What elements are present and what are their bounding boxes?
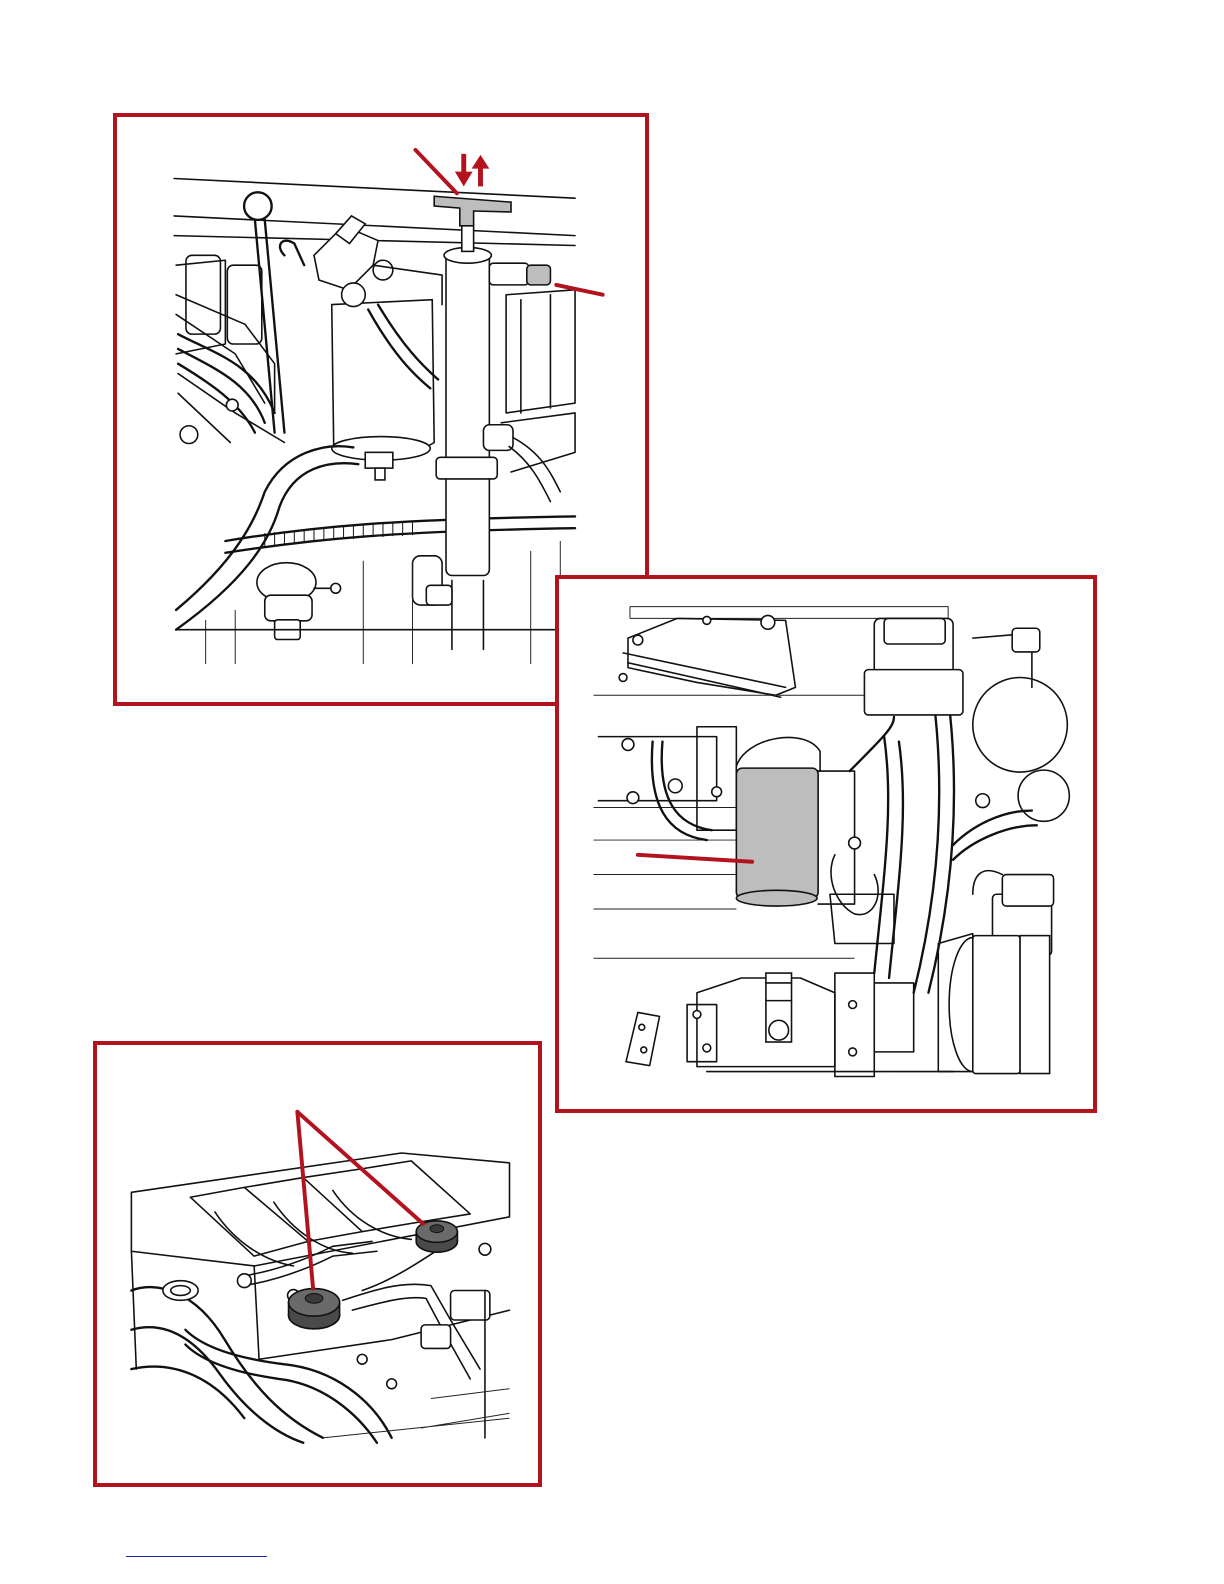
oil-fill-cap-front xyxy=(289,1289,340,1329)
oil-filter-cartridge xyxy=(736,768,818,898)
leader-fill-cap-front xyxy=(297,1112,313,1289)
leader-primer-handle xyxy=(415,150,456,193)
up-down-arrows-icon xyxy=(455,154,489,187)
footer-rule xyxy=(126,1556,267,1557)
figure-oil-fill-caps xyxy=(93,1041,542,1487)
leader-oil-filter xyxy=(638,855,752,862)
oil-fill-caps-illustration xyxy=(97,1045,538,1483)
leader-outlet-fitting xyxy=(556,285,602,295)
leader-fill-cap-rear xyxy=(297,1112,423,1224)
oil-filter-illustration xyxy=(559,579,1093,1109)
figure-oil-filter xyxy=(555,575,1097,1113)
primer-outlet-fitting xyxy=(527,265,551,285)
primer-t-handle xyxy=(434,196,511,226)
